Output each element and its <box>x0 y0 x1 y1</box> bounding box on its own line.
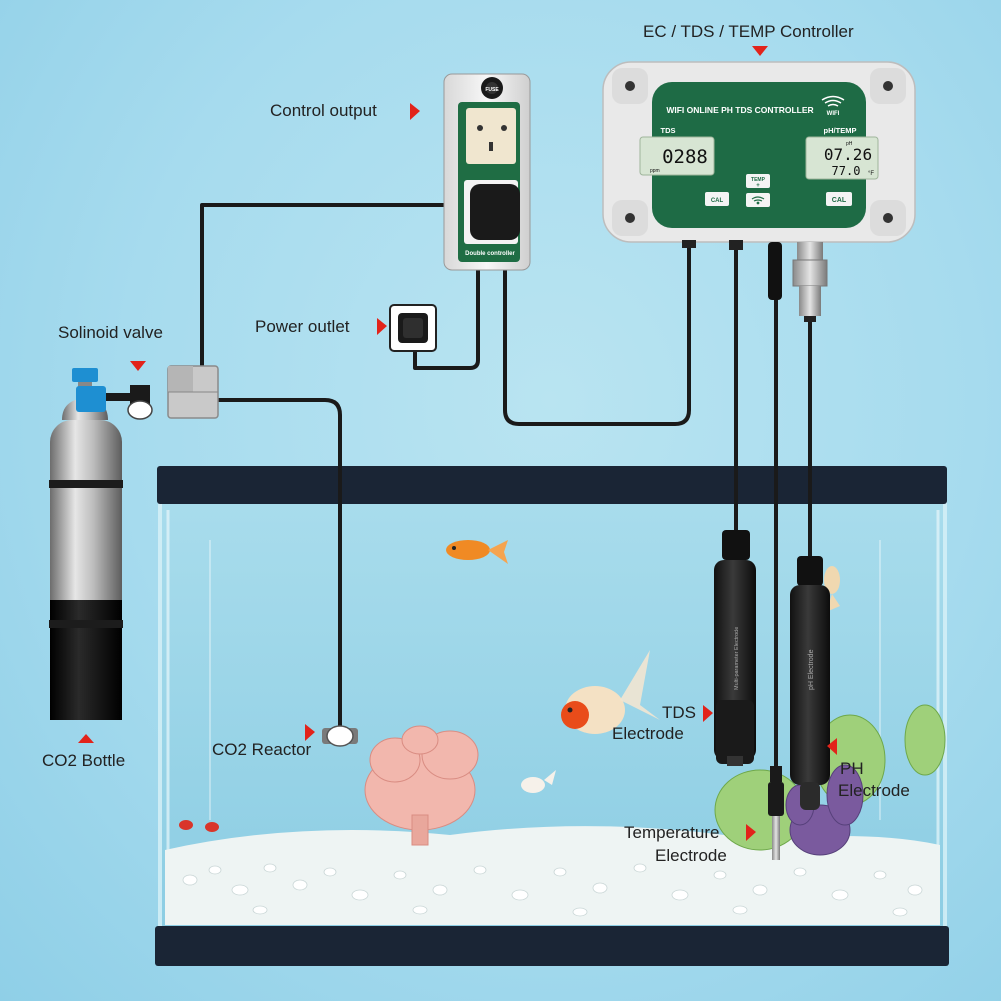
label-solenoid-valve: Solinoid valve <box>58 323 163 342</box>
tds-unit: ppm <box>650 168 660 174</box>
arrow-co2-reactor <box>305 724 315 741</box>
label-co2-bottle: CO2 Bottle <box>42 751 126 770</box>
ph-reading: 07.26 <box>824 145 872 164</box>
arrow-controller <box>752 46 768 56</box>
arrow-solenoid-valve <box>130 361 146 371</box>
ph-probe-body-text: pH Electrode <box>808 649 815 690</box>
temp-button[interactable] <box>746 174 770 188</box>
temp-button-label: TEMP <box>751 177 766 183</box>
arrow-power-outlet <box>377 318 387 335</box>
controller-wifi-text: WIFI <box>827 111 840 117</box>
tank-bottom-frame <box>155 926 949 966</box>
solenoid-valve <box>127 365 219 420</box>
universal-socket <box>466 108 516 164</box>
arrow-temp-electrode <box>746 824 756 841</box>
label-control-output: Control output <box>270 101 377 120</box>
co2-bottle <box>49 368 130 720</box>
ph-electrode-probe <box>790 556 830 810</box>
pointer-arrows <box>78 46 837 841</box>
label-temp-electrode-line1: Temperature <box>624 823 720 842</box>
tank-top-frame <box>157 466 947 504</box>
label-power-outlet: Power outlet <box>255 317 350 336</box>
cables <box>200 203 812 770</box>
label-tds-electrode-line1: TDS <box>662 703 696 722</box>
arrow-ph-electrode <box>827 738 837 755</box>
cable-power <box>413 268 480 370</box>
controller-face <box>652 82 866 228</box>
purple-coral <box>785 764 864 856</box>
goldfish-large <box>561 650 660 734</box>
control-output-box <box>443 73 531 271</box>
bottle-regulator <box>76 386 106 412</box>
label-co2-reactor: CO2 Reactor <box>212 740 312 759</box>
cal-left-label: CAL <box>711 198 724 204</box>
label-temp-electrode-line2: Electrode <box>655 846 727 865</box>
tds-label: TDS <box>661 126 676 135</box>
ph-unit: pH <box>846 141 853 147</box>
temp-probe-connector <box>768 242 782 300</box>
red-fish-left <box>179 820 219 832</box>
gravel-stones <box>182 863 923 917</box>
cal-button-left[interactable] <box>705 192 729 206</box>
co2-reactor <box>322 725 358 747</box>
cable-co2-line <box>212 398 342 728</box>
label-tds-electrode-line2: Electrode <box>612 724 684 743</box>
wifi-icon <box>751 196 765 205</box>
label-ph-electrode-line1: PH <box>840 759 864 778</box>
goldfish-top <box>446 540 508 564</box>
label-ph-electrode-line2: Electrode <box>838 781 910 800</box>
outlet-box-footer: Double controller <box>465 251 515 257</box>
ph-temp-label: pH/TEMP <box>824 126 857 135</box>
pink-coral <box>364 725 479 846</box>
cal-right-label: CAL <box>832 197 847 204</box>
temp-button-sign: + <box>756 183 760 189</box>
fuse-label: FUSE <box>485 87 499 93</box>
cal-button-right[interactable] <box>826 192 852 206</box>
temperature-electrode-probe <box>768 766 784 860</box>
bottle-valve-knob <box>72 368 98 382</box>
controller-panel-title: WIFI ONLINE PH TDS CONTROLLER <box>666 105 813 115</box>
wall-power-outlet <box>389 304 437 352</box>
label-controller: EC / TDS / TEMP Controller <box>643 22 854 41</box>
temp-reading: 77.0 <box>832 164 861 178</box>
tds-electrode-probe <box>714 530 756 766</box>
tds-reading: 0288 <box>662 146 708 168</box>
cable-box-to-controller <box>503 245 691 426</box>
ph-temp-lcd <box>805 136 879 180</box>
arrow-co2-bottle <box>78 734 94 743</box>
tds-probe-body-text: Multi-parameter Electrode <box>734 627 740 690</box>
ec-tds-temp-controller <box>602 61 916 322</box>
bnc-connector <box>792 242 828 322</box>
tds-lcd <box>639 136 715 176</box>
wifi-signal-icon <box>821 95 845 107</box>
cable-control-to-valve <box>200 203 460 368</box>
small-white-fish <box>521 770 556 793</box>
temp-unit: °F <box>868 171 874 177</box>
arrow-tds-electrode <box>703 705 713 722</box>
arrow-control-output <box>410 103 420 120</box>
